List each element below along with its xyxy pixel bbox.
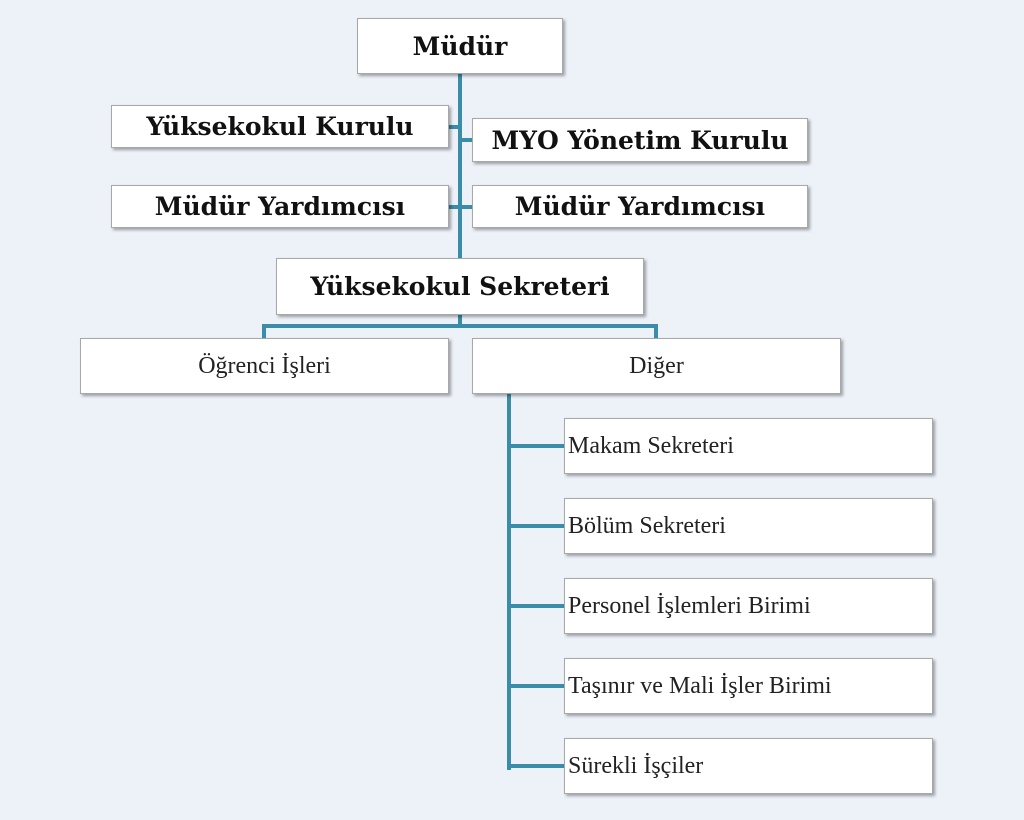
connector-branch-horizontal bbox=[262, 324, 658, 328]
connector-management-board bbox=[460, 138, 472, 142]
connector-other bbox=[654, 324, 658, 338]
node-unit: Taşınır ve Mali İşler Birimi bbox=[564, 658, 933, 714]
node-student-affairs: Öğrenci İşleri bbox=[80, 338, 449, 394]
connector-unit-3 bbox=[507, 684, 564, 688]
node-school-board: Yüksekokul Kurulu bbox=[111, 105, 449, 148]
connector-vice-directors bbox=[449, 205, 472, 209]
node-unit: Makam Sekreteri bbox=[564, 418, 933, 474]
node-director: Müdür bbox=[357, 18, 563, 74]
connector-student-affairs bbox=[262, 324, 266, 338]
connector-other-vertical bbox=[507, 394, 511, 770]
node-unit: Bölüm Sekreteri bbox=[564, 498, 933, 554]
node-vice-director-right: Müdür Yardımcısı bbox=[472, 185, 808, 228]
node-other: Diğer bbox=[472, 338, 841, 394]
connector-unit-4 bbox=[507, 764, 564, 768]
connector-school-board bbox=[449, 125, 460, 129]
node-management-board: MYO Yönetim Kurulu bbox=[472, 118, 808, 162]
connector-secretary-down bbox=[458, 315, 462, 327]
node-unit: Personel İşlemleri Birimi bbox=[564, 578, 933, 634]
node-unit: Sürekli İşçiler bbox=[564, 738, 933, 794]
connector-main-vertical bbox=[458, 74, 462, 260]
node-vice-director-left: Müdür Yardımcısı bbox=[111, 185, 449, 228]
connector-unit-0 bbox=[507, 444, 564, 448]
node-secretary: Yüksekokul Sekreteri bbox=[276, 258, 644, 315]
connector-unit-1 bbox=[507, 524, 564, 528]
connector-unit-2 bbox=[507, 604, 564, 608]
